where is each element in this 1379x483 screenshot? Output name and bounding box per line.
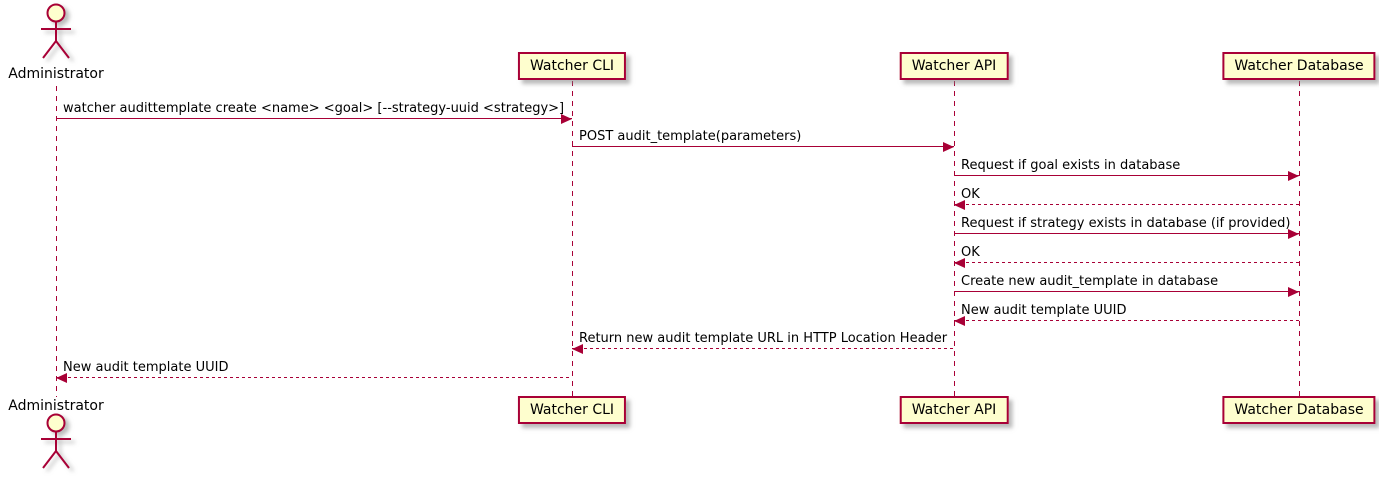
arrowhead-icon	[954, 200, 965, 210]
participant-box-watcher-cli-top: Watcher CLI	[517, 52, 627, 80]
message-label: OK	[961, 187, 980, 202]
message-line	[572, 146, 954, 147]
message-label: Create new audit_template in database	[961, 274, 1219, 289]
message-line	[56, 377, 572, 378]
message-line	[954, 291, 1299, 292]
message-line	[954, 233, 1299, 234]
message-label: Return new audit template URL in HTTP Lo…	[579, 331, 948, 346]
message-label: Request if strategy exists in database (…	[961, 216, 1291, 231]
actor-icon-administrator-top	[33, 3, 79, 63]
message-label: POST audit_template(parameters)	[579, 129, 802, 144]
lifeline-administrator	[56, 86, 57, 397]
arrowhead-icon	[572, 344, 583, 354]
arrowhead-icon	[943, 142, 954, 152]
message-label: watcher audittemplate create <name> <goa…	[63, 101, 565, 116]
lifeline-watcher-cli	[572, 81, 573, 396]
arrowhead-icon	[1288, 287, 1299, 297]
participant-box-watcher-database-top: Watcher Database	[1222, 52, 1376, 80]
message-line	[954, 175, 1299, 176]
lifeline-watcher-database	[1299, 81, 1300, 396]
message-label: New audit template UUID	[961, 303, 1127, 318]
arrowhead-icon	[954, 316, 965, 326]
arrowhead-icon	[561, 114, 572, 124]
actor-icon-administrator-bottom	[33, 413, 79, 473]
arrowhead-icon	[56, 373, 67, 383]
arrowhead-icon	[954, 258, 965, 268]
arrowhead-icon	[1288, 171, 1299, 181]
message-label: Request if goal exists in database	[961, 158, 1181, 173]
participant-box-watcher-api-bottom: Watcher API	[899, 396, 1009, 424]
actor-label-administrator-bottom: Administrator	[8, 398, 104, 414]
message-label: New audit template UUID	[63, 360, 229, 375]
message-line	[56, 118, 572, 119]
message-line	[954, 262, 1299, 263]
actor-label-administrator-top: Administrator	[8, 66, 104, 82]
message-line	[954, 320, 1299, 321]
participant-box-watcher-api-top: Watcher API	[899, 52, 1009, 80]
message-line	[954, 204, 1299, 205]
message-line	[572, 348, 954, 349]
message-label: OK	[961, 245, 980, 260]
participant-box-watcher-database-bottom: Watcher Database	[1222, 396, 1376, 424]
arrowhead-icon	[1288, 229, 1299, 239]
lifeline-watcher-api	[954, 81, 955, 396]
participant-box-watcher-cli-bottom: Watcher CLI	[517, 396, 627, 424]
